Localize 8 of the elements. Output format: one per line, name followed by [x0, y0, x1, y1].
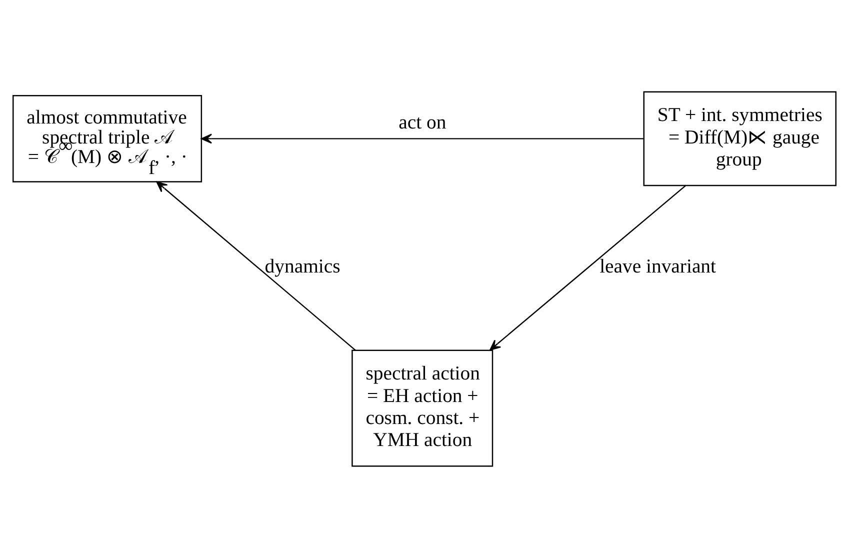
edge-label: leave invariant	[600, 256, 716, 278]
edge-label: act on	[398, 112, 446, 134]
node-box: ST + int. symmetries = Diff(M)⋉ gauge group	[643, 91, 836, 186]
arrow	[201, 134, 644, 144]
arrow	[490, 185, 686, 351]
node-box: spectral action = EH action + cosm. const. + YMH action	[352, 350, 494, 467]
edge-label: dynamics	[264, 256, 340, 278]
arrow	[156, 181, 356, 351]
